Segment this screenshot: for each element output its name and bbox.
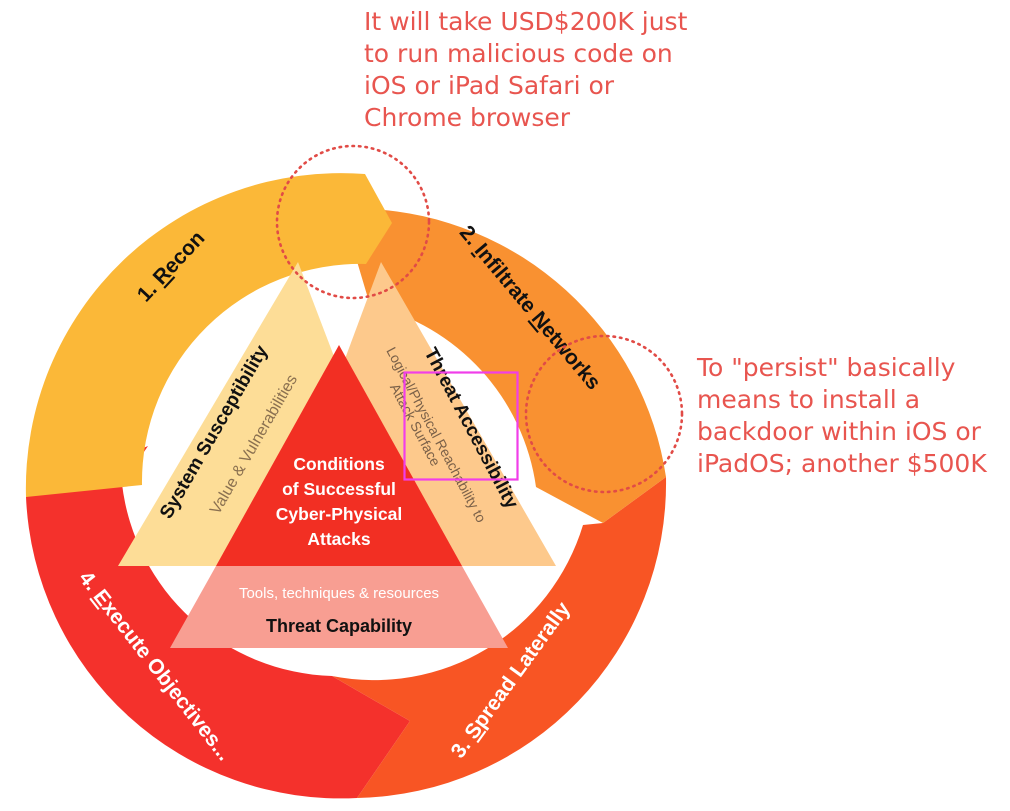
capability-title: Threat Capability: [266, 616, 412, 636]
highlight-box: [403, 371, 519, 481]
capability-triangle: [170, 566, 508, 648]
conditions-line-3: Cyber-Physical: [276, 504, 402, 524]
ring-segment-spread: [332, 477, 667, 798]
conditions-line-4: Attacks: [307, 529, 370, 549]
conditions-line-1: Conditions: [293, 454, 385, 474]
annotation-right: To "persist" basically means to install …: [697, 353, 987, 478]
conditions-label: Conditions of Successful Cyber-Physical …: [276, 454, 402, 549]
dotted-circle-icon-right: [524, 334, 684, 494]
ring-segment-execute: [26, 446, 410, 799]
ring-segment-infiltrate: [342, 209, 666, 523]
annotation-top: It will take USD$200K just to run malici…: [364, 7, 688, 132]
ring-segment-recon: [25, 173, 392, 497]
conditions-line-2: of Successful: [282, 479, 396, 499]
conditions-triangle: [216, 345, 462, 566]
dotted-circle-icon-top: [275, 144, 431, 300]
capability-subtitle: Tools, techniques & resources: [239, 585, 439, 602]
